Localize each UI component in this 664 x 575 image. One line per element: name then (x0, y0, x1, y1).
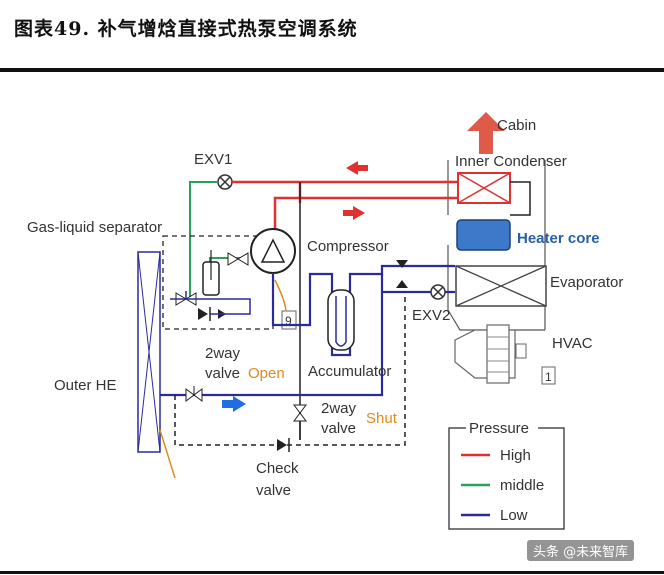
bypass-dashed-lines (174, 292, 406, 446)
legend-label-low: Low (500, 507, 528, 524)
exv1-valve-icon (217, 174, 233, 190)
hvac-label: HVAC (552, 335, 593, 352)
check-valve-line2: valve (256, 482, 291, 499)
outer-he-pointer (159, 429, 176, 479)
two-way-valve-left-line1: 2way (205, 345, 241, 362)
legend-label-middle: middle (500, 477, 544, 494)
accumulator-label: Accumulator (308, 363, 391, 380)
hvac-blower (454, 324, 527, 384)
two-way-valve-mid-line1: 2way (321, 400, 357, 417)
figure-title: 图表49. 补气增焓直接式热泵空调系统 (14, 18, 358, 40)
two-way-valve-shut-icon (293, 404, 307, 422)
valve-mid-state: Shut (366, 410, 398, 427)
evaporator (455, 265, 547, 307)
compressor-number: 9 (285, 314, 292, 328)
three-way-valve-icon (396, 260, 408, 288)
heater-core-label: Heater core (517, 230, 600, 247)
legend-title: Pressure (469, 420, 529, 437)
cabin-arrow-icon (467, 112, 505, 154)
flow-arrow-right-icon (343, 206, 365, 220)
hvac-number: 1 (545, 370, 552, 384)
heater-core (456, 219, 511, 251)
gas-liquid-separator-label: Gas-liquid separator (27, 219, 162, 236)
evaporator-label: Evaporator (550, 274, 623, 291)
legend-label-high: High (500, 447, 531, 464)
hvac-number-box (541, 366, 556, 385)
two-way-valve-open-icon (185, 386, 203, 402)
outer-he-label: Outer HE (54, 377, 117, 394)
compressor-pointer (274, 279, 287, 312)
outer-he (137, 251, 161, 453)
title-bar: 图表49. 补气增焓直接式热泵空调系统 (0, 0, 664, 62)
inner-condenser-label: Inner Condenser (455, 153, 567, 170)
check-valve-icon (277, 438, 290, 452)
high-pressure-lines (232, 180, 458, 230)
two-way-valve-left-line2: valve (205, 365, 240, 382)
flow-arrow-left-icon (346, 161, 368, 175)
check-valve-line1: Check (256, 460, 299, 477)
valve-left-state: Open (248, 365, 285, 382)
two-way-valve-mid-line2: valve (321, 420, 356, 437)
watermark: 头条 @未来智库 (527, 540, 635, 561)
accumulator-icon (327, 289, 355, 351)
legend: Pressure High middle Low (448, 420, 565, 530)
heat-pump-diagram: Cabin Inner Condenser Heater core Evapor… (27, 112, 623, 530)
exv2-label: EXV2 (412, 307, 450, 324)
compressor-label: Compressor (307, 238, 389, 255)
separator-internal-lines (170, 291, 251, 315)
flow-arrow-blue-icon (222, 396, 246, 412)
exv2-valve-icon (430, 284, 446, 300)
cabin-label: Cabin (497, 117, 536, 134)
inner-condenser (457, 172, 511, 204)
top-rule (0, 68, 664, 72)
separator-tank-icon (202, 250, 220, 296)
exv1-label: EXV1 (194, 151, 232, 168)
compressor-icon (250, 228, 296, 274)
bottom-rule (0, 571, 664, 574)
